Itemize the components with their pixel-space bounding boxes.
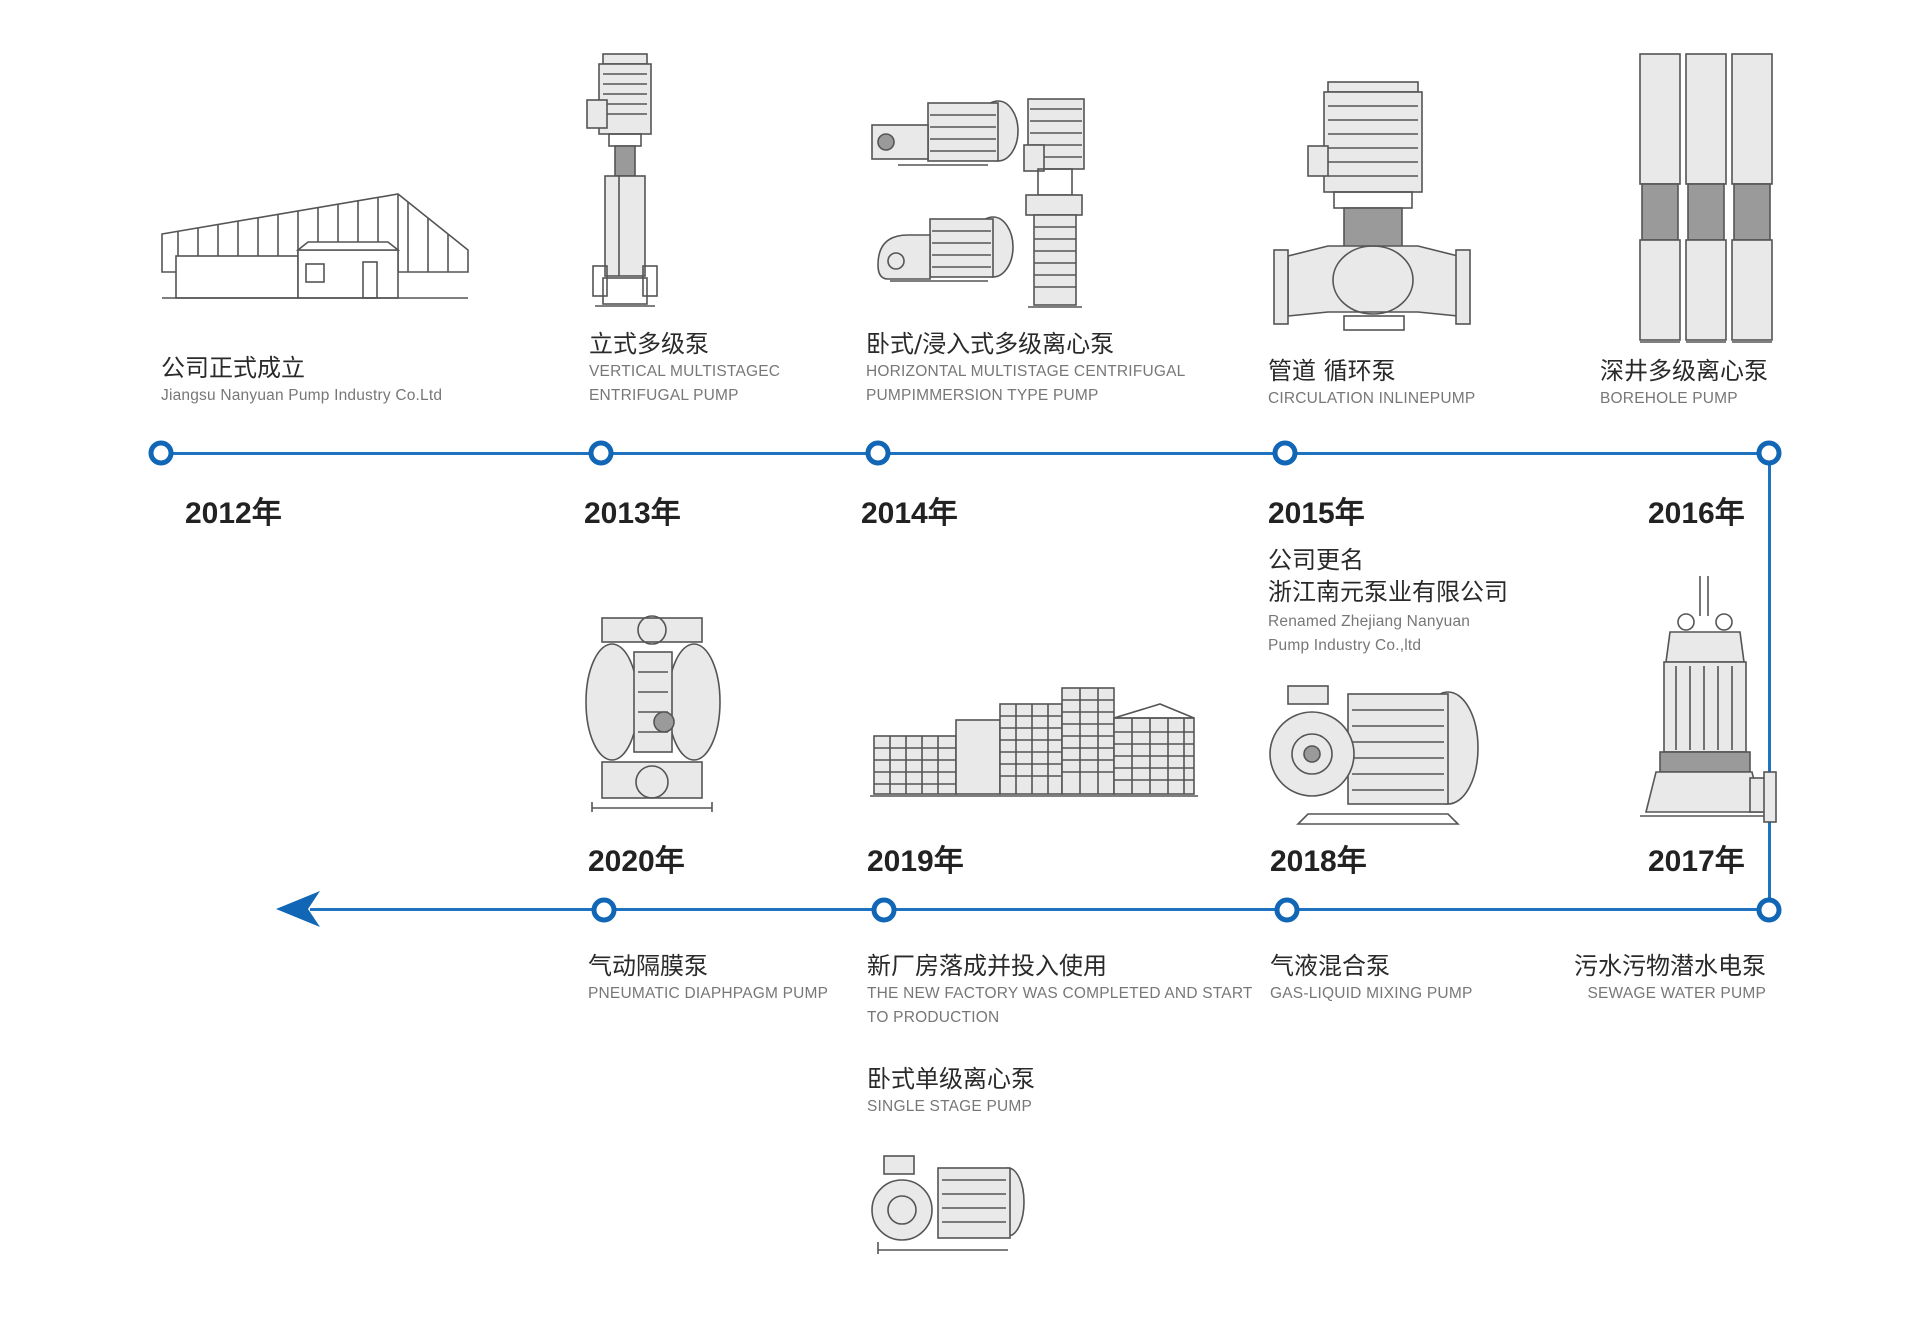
year-2015: 2015年 — [1268, 497, 1365, 530]
milestone-2018: 气液混合泵 GAS-LIQUID MIXING PUMP — [1270, 950, 1472, 1006]
year-2014: 2014年 — [861, 497, 958, 530]
timeline-arrow-icon — [276, 891, 320, 927]
single-stage-pump-icon — [871, 1155, 1025, 1254]
milestone-2015-rename: 公司更名 浙江南元泵业有限公司 Renamed Zhejiang Nanyuan… — [1268, 544, 1508, 658]
submersible-sewage-pump-icon — [1640, 576, 1777, 823]
timeline-dot-2013 — [588, 440, 614, 466]
milestone-title: 气动隔膜泵 — [588, 952, 708, 980]
milestone-title: 卧式单级离心泵 — [867, 1065, 1035, 1093]
milestone-2014: 卧式/浸入式多级离心泵 HORIZONTAL MULTISTAGE CENTRI… — [866, 328, 1186, 408]
timeline-dot-2017 — [1756, 897, 1782, 923]
milestone-2019-single-stage: 卧式单级离心泵 SINGLE STAGE PUMP — [867, 1063, 1035, 1119]
milestone-title: 公司更名 — [1268, 546, 1364, 574]
timeline-line-right — [1768, 452, 1771, 910]
milestone-subtitle: THE NEW FACTORY WAS COMPLETED AND START — [867, 985, 1253, 1002]
year-2020: 2020年 — [588, 845, 685, 878]
year-2013: 2013年 — [584, 497, 681, 530]
timeline-line-bottom — [310, 908, 1771, 911]
milestone-subtitle: HORIZONTAL MULTISTAGE CENTRIFUGAL — [866, 363, 1186, 380]
milestone-2017: 污水污物潜水电泵 SEWAGE WATER PUMP — [1574, 950, 1766, 1006]
milestone-2020: 气动隔膜泵 PNEUMATIC DIAPHPAGM PUMP — [588, 950, 828, 1006]
milestone-subtitle-line2: Pump Industry Co.,ltd — [1268, 637, 1422, 654]
milestone-2013: 立式多级泵 VERTICAL MULTISTAGEC ENTRIFUGAL PU… — [589, 328, 780, 408]
vertical-multistage-pump-icon — [586, 53, 658, 307]
milestone-title: 立式多级泵 — [589, 330, 709, 358]
milestone-title: 新厂房落成并投入使用 — [867, 952, 1107, 980]
year-2017: 2017年 — [1648, 845, 1745, 878]
milestone-2012: 公司正式成立 Jiangsu Nanyuan Pump Industry Co.… — [161, 352, 442, 408]
timeline-dot-2012 — [148, 440, 174, 466]
timeline-dot-2019 — [871, 897, 897, 923]
inline-circulation-pump-icon — [1273, 81, 1471, 331]
timeline-dot-2014 — [865, 440, 891, 466]
gas-liquid-mixing-pump-icon — [1269, 685, 1479, 825]
milestone-subtitle: BOREHOLE PUMP — [1600, 390, 1738, 407]
year-2012: 2012年 — [185, 497, 282, 530]
timeline-line-top — [160, 452, 1771, 455]
timeline-dot-2018 — [1274, 897, 1300, 923]
milestone-title: 卧式/浸入式多级离心泵 — [866, 330, 1115, 358]
milestone-subtitle-line2: TO PRODUCTION — [867, 1009, 1000, 1026]
milestone-subtitle: SINGLE STAGE PUMP — [867, 1098, 1033, 1115]
milestone-subtitle-line2: PUMPIMMERSION TYPE PUMP — [866, 387, 1099, 404]
year-2019: 2019年 — [867, 845, 964, 878]
milestone-subtitle: CIRCULATION INLINEPUMP — [1268, 390, 1476, 407]
milestone-title: 气液混合泵 — [1270, 952, 1390, 980]
milestone-title: 污水污物潜水电泵 — [1574, 952, 1766, 980]
milestone-subtitle: Renamed Zhejiang Nanyuan — [1268, 613, 1471, 630]
milestone-subtitle: GAS-LIQUID MIXING PUMP — [1270, 985, 1473, 1002]
timeline-dot-2015 — [1272, 440, 1298, 466]
borehole-pumps-icon — [1639, 53, 1773, 343]
milestone-title: 管道 循环泵 — [1268, 357, 1396, 385]
milestone-2016: 深井多级离心泵 BOREHOLE PUMP — [1600, 355, 1768, 411]
new-factory-building-icon — [870, 687, 1198, 797]
milestone-title-line2: 浙江南元泵业有限公司 — [1268, 578, 1508, 606]
year-2016: 2016年 — [1648, 497, 1745, 530]
milestone-title: 深井多级离心泵 — [1600, 357, 1768, 385]
milestone-subtitle: VERTICAL MULTISTAGEC — [589, 363, 781, 380]
factory-building-icon — [161, 193, 469, 299]
horizontal-multistage-pumps-icon — [871, 98, 1085, 308]
milestone-subtitle-line2: ENTRIFUGAL PUMP — [589, 387, 739, 404]
year-2018: 2018年 — [1270, 845, 1367, 878]
milestone-subtitle: SEWAGE WATER PUMP — [1587, 985, 1766, 1002]
timeline-dot-2016 — [1756, 440, 1782, 466]
milestone-2019: 新厂房落成并投入使用 THE NEW FACTORY WAS COMPLETED… — [867, 950, 1253, 1030]
timeline-dot-2020 — [591, 897, 617, 923]
milestone-subtitle: PNEUMATIC DIAPHPAGM PUMP — [588, 985, 829, 1002]
milestone-title: 公司正式成立 — [161, 354, 305, 382]
milestone-subtitle: Jiangsu Nanyuan Pump Industry Co.Ltd — [161, 387, 443, 404]
milestone-2015: 管道 循环泵 CIRCULATION INLINEPUMP — [1268, 355, 1475, 411]
diaphragm-pump-icon — [585, 615, 721, 812]
